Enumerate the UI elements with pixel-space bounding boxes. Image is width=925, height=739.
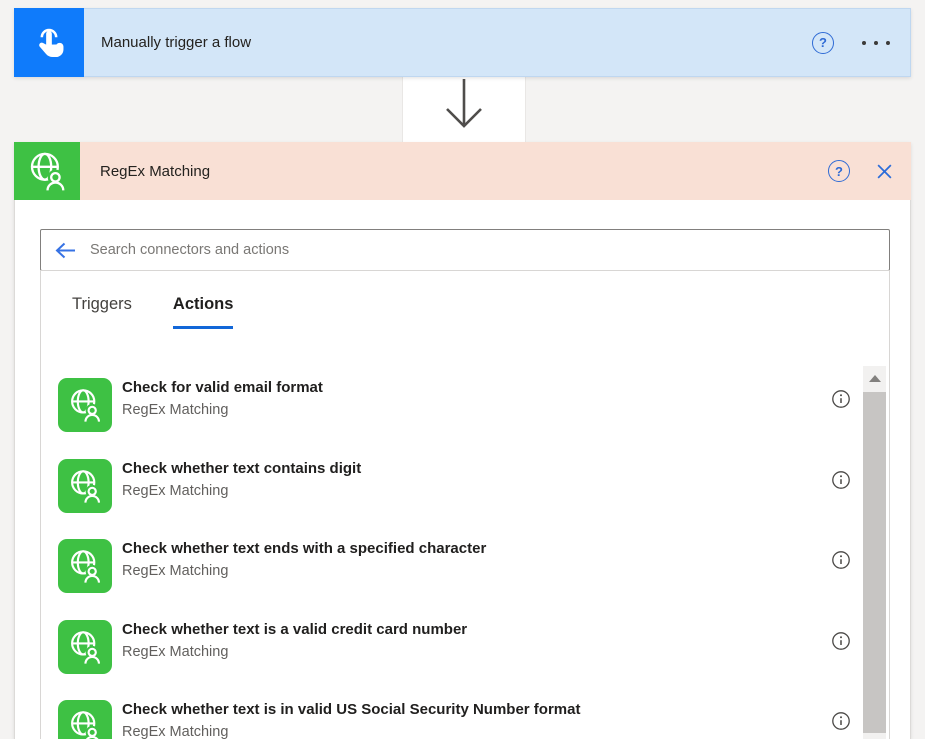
- action-title: Check whether text is a valid credit car…: [122, 620, 468, 638]
- action-card-controls: ?: [828, 160, 911, 182]
- tab-bar: Triggers Actions: [41, 271, 889, 329]
- list-item[interactable]: Check whether text contains digit RegEx …: [41, 447, 889, 528]
- results-panel: Triggers Actions Check for valid email f…: [40, 270, 890, 739]
- action-card-title: RegEx Matching: [100, 162, 211, 180]
- action-title: Check for valid email format: [122, 379, 323, 396]
- list-item[interactable]: Check for valid email format RegEx Match…: [41, 366, 889, 447]
- trigger-card-controls: ?: [812, 9, 910, 76]
- action-connector-name: RegEx Matching: [122, 643, 229, 660]
- list-item[interactable]: Check whether text ends with a specified…: [41, 527, 889, 608]
- action-list: Check for valid email format RegEx Match…: [41, 366, 889, 739]
- back-arrow-icon[interactable]: [54, 242, 77, 259]
- globe-user-icon: [14, 142, 80, 200]
- help-icon[interactable]: ?: [812, 31, 834, 54]
- action-card: RegEx Matching ?: [14, 142, 911, 739]
- globe-user-icon: [58, 378, 112, 432]
- scrollbar[interactable]: [863, 366, 886, 739]
- help-icon[interactable]: ?: [828, 160, 850, 182]
- globe-user-icon: [58, 539, 112, 593]
- action-title: Check whether text is in valid US Social…: [122, 701, 581, 718]
- trigger-card-title: Manually trigger a flow: [101, 34, 252, 51]
- action-title: Check whether text contains digit: [122, 459, 362, 477]
- info-icon[interactable]: [831, 389, 851, 409]
- down-arrow-icon: [446, 79, 482, 128]
- trigger-card[interactable]: Manually trigger a flow ?: [14, 8, 911, 77]
- list-item[interactable]: Check whether text is in valid US Social…: [41, 688, 889, 739]
- action-connector-name: RegEx Matching: [122, 563, 229, 579]
- globe-user-icon: [58, 700, 112, 739]
- action-title: Check whether text ends with a specified…: [122, 540, 487, 557]
- globe-user-icon: [58, 619, 112, 674]
- action-picker: Triggers Actions Check for valid email f…: [14, 200, 911, 739]
- info-icon[interactable]: [831, 711, 851, 731]
- scrollbar-thumb[interactable]: [863, 392, 886, 733]
- info-icon[interactable]: [831, 470, 851, 490]
- manual-touch-icon: [14, 8, 84, 77]
- info-icon[interactable]: [831, 631, 851, 651]
- info-icon[interactable]: [831, 550, 851, 570]
- more-options-icon[interactable]: [860, 37, 892, 49]
- scroll-up-icon[interactable]: [863, 366, 886, 390]
- action-connector-name: RegEx Matching: [122, 482, 229, 499]
- action-connector-name: RegEx Matching: [122, 724, 229, 739]
- globe-user-icon: [58, 458, 112, 513]
- list-item[interactable]: Check whether text is a valid credit car…: [41, 608, 889, 689]
- search-input[interactable]: [90, 242, 879, 258]
- tab-actions[interactable]: Actions: [172, 295, 234, 329]
- tab-triggers[interactable]: Triggers: [72, 295, 132, 329]
- search-bar: [40, 229, 890, 271]
- action-connector-name: RegEx Matching: [122, 402, 229, 418]
- close-icon[interactable]: [874, 161, 895, 182]
- action-card-header[interactable]: RegEx Matching ?: [14, 142, 911, 200]
